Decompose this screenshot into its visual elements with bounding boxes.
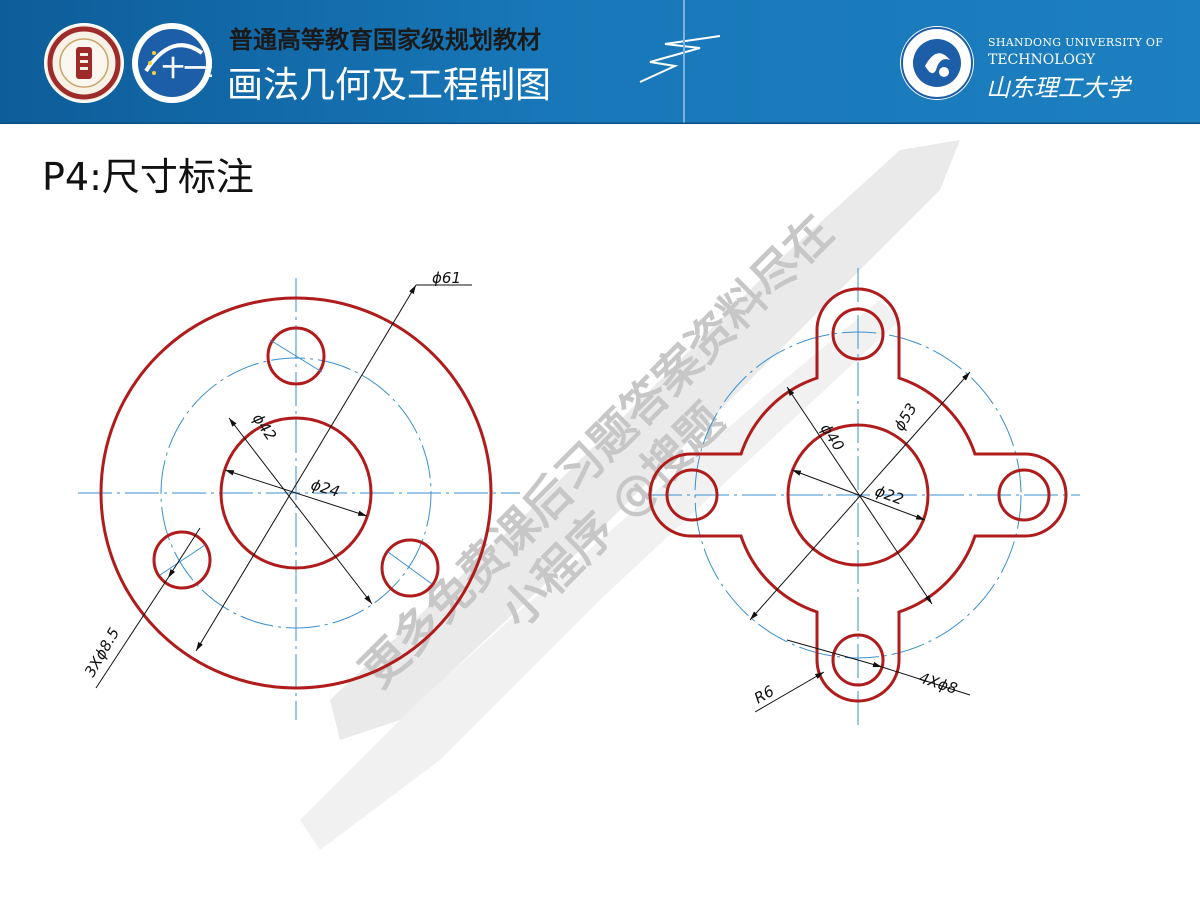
watermark-line1: 更多免费课后习题答案资料尽在: [350, 204, 844, 698]
header-decoration: [0, 0, 1200, 124]
dim-line-holes-a: [786, 639, 859, 661]
university-name-en-line2: TECHNOLOGY: [988, 52, 1096, 68]
right-outline: [648, 287, 1068, 703]
drawing-area: 更多免费课后习题答案资料尽在 小程序 @搜题 ϕ61 ϕ42 ϕ24 3Xϕ8.…: [78, 140, 1080, 850]
dim-label-holes: 4Xϕ8: [917, 669, 960, 698]
header-banner: 十一五 普通高等教育国家级规划教材 画法几何及工程制图 SHANDONG UNI…: [0, 0, 1200, 124]
textbook-series-logo: [44, 23, 124, 103]
dim-line-inner: [791, 469, 926, 521]
dim-label-holes: 3Xϕ8.5: [81, 625, 123, 680]
dim-label-outer: ϕ61: [432, 269, 461, 287]
dim-line-holes-arrow: [167, 527, 201, 579]
dim-label-pitch: ϕ42: [249, 410, 280, 444]
dim-label-pitch: ϕ53: [890, 400, 921, 434]
right-hole-right: [997, 468, 1051, 522]
dim-line-inner: [224, 469, 368, 517]
right-pitch-circle: [694, 331, 1022, 659]
book-title: 画法几何及工程制图: [227, 65, 552, 106]
dim-line-radius: [754, 671, 825, 713]
right-hole-top: [831, 307, 885, 361]
dim-label-radius: R6: [751, 682, 777, 708]
university-name-cn: 山东理工大学: [986, 74, 1130, 102]
svg-text:十一五: 十一五: [162, 57, 212, 82]
left-flange-drawing: ϕ61 ϕ42 ϕ24 3Xϕ8.5: [78, 269, 520, 720]
university-emblem-logo: [900, 26, 974, 100]
dim-label-inner: ϕ24: [309, 476, 342, 501]
series-title: 普通高等教育国家级规划教材: [229, 26, 541, 54]
right-hole-left: [665, 468, 719, 522]
right-hole-bottom: [831, 633, 885, 687]
dim-label-inner: ϕ22: [873, 482, 906, 509]
slide-title: P4:尺寸标注: [42, 155, 254, 199]
university-name-en-line1: SHANDONG UNIVERSITY OF: [988, 36, 1164, 49]
eleventh-five-year-plan-logo: 十一五: [132, 23, 228, 103]
